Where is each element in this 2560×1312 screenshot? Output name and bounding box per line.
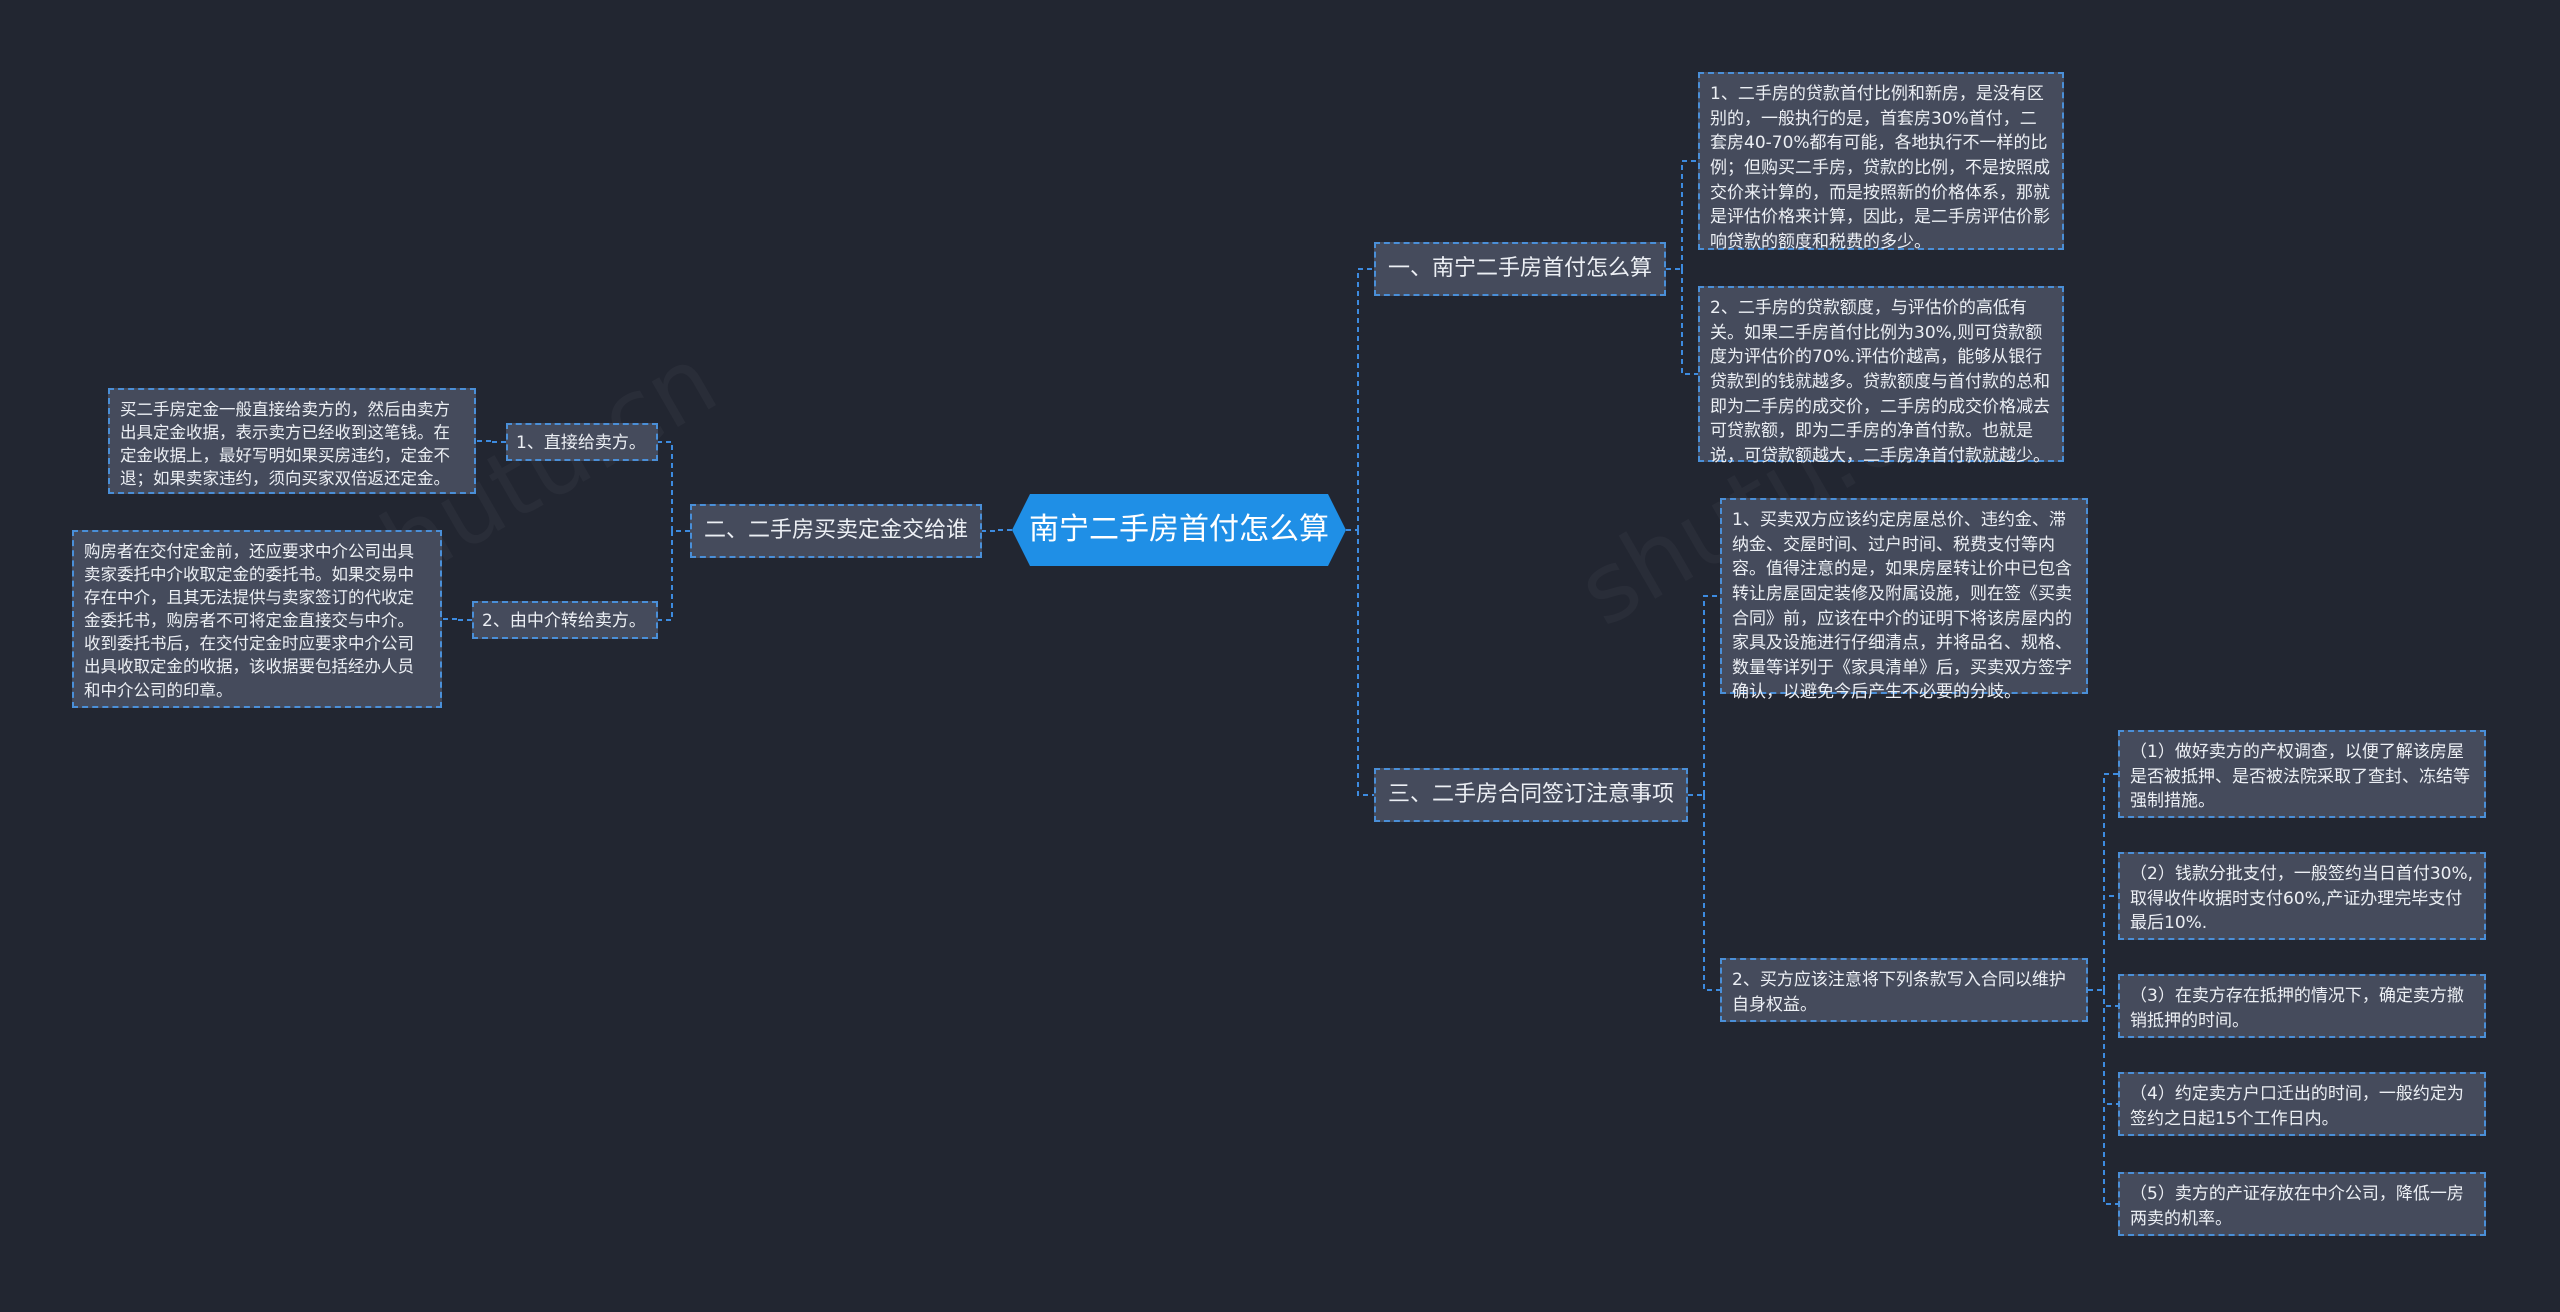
connector-line <box>1357 268 1374 530</box>
connector-line <box>1703 795 1720 991</box>
branch-topic-down-payment[interactable]: 一、南宁二手房首付怎么算 <box>1374 242 1666 296</box>
detail-via-agent[interactable]: 购房者在交付定金前，还应要求中介公司出具卖家委托中介收取定金的委托书。如果交易中… <box>72 530 442 708</box>
topic-via-agent[interactable]: 2、由中介转给卖方。 <box>472 601 658 639</box>
clause-hukou-move[interactable]: （4）约定卖方户口迁出的时间，一般约定为签约之日起15个工作日内。 <box>2118 1072 2486 1136</box>
branch-topic-contract[interactable]: 三、二手房合同签订注意事项 <box>1374 768 1688 822</box>
clause-staged-payment[interactable]: （2）钱款分批支付，一般签约当日首付30%,取得收件收据时支付60%,产证办理完… <box>2118 852 2486 940</box>
connector-line <box>2103 990 2118 1105</box>
root-topic[interactable]: 南宁二手房首付怎么算 <box>1012 494 1346 566</box>
branch-topic-deposit[interactable]: 二、二手房买卖定金交给谁 <box>690 504 982 558</box>
connector-line <box>1357 530 1374 796</box>
connector-line <box>658 441 673 531</box>
connector-line <box>1703 595 1720 795</box>
connector-line <box>442 618 457 620</box>
topic-loan-ratio[interactable]: 1、二手房的贷款首付比例和新房，是没有区别的，一般执行的是，首套房30%首付，二… <box>1698 72 2064 252</box>
detail-pay-seller-directly[interactable]: 买二手房定金一般直接给卖方的，然后由卖方出具定金收据，表示卖方已经收到这笔钱。在… <box>108 388 476 494</box>
connector-line <box>476 440 491 442</box>
connector-line <box>1681 160 1698 269</box>
clause-certificate-custody[interactable]: （5）卖方的产证存放在中介公司，降低一房两卖的机率。 <box>2118 1172 2486 1236</box>
clause-mortgage-release[interactable]: （3）在卖方存在抵押的情况下，确定卖方撤销抵押的时间。 <box>2118 974 2486 1038</box>
connector-line <box>2103 895 2118 990</box>
connector-line <box>2103 990 2118 1007</box>
connector-line <box>982 530 995 532</box>
clause-property-check[interactable]: （1）做好卖方的产权调查，以便了解该房屋是否被抵押、是否被法院采取了查封、冻结等… <box>2118 730 2486 818</box>
connector-line <box>1681 269 1698 375</box>
topic-pay-seller-directly[interactable]: 1、直接给卖方。 <box>506 423 658 461</box>
connector-line <box>2103 990 2118 1205</box>
topic-buyer-clauses[interactable]: 2、买方应该注意将下列条款写入合同以维护自身权益。 <box>1720 958 2088 1022</box>
topic-contract-terms[interactable]: 1、买卖双方应该约定房屋总价、违约金、滞纳金、交屋时间、过户时间、税费支付等内容… <box>1720 498 2088 702</box>
connector-line <box>658 531 673 621</box>
topic-loan-amount[interactable]: 2、二手房的贷款额度，与评估价的高低有关。如果二手房首付比例为30%,则可贷款额… <box>1698 286 2064 466</box>
connector-line <box>2103 773 2118 990</box>
